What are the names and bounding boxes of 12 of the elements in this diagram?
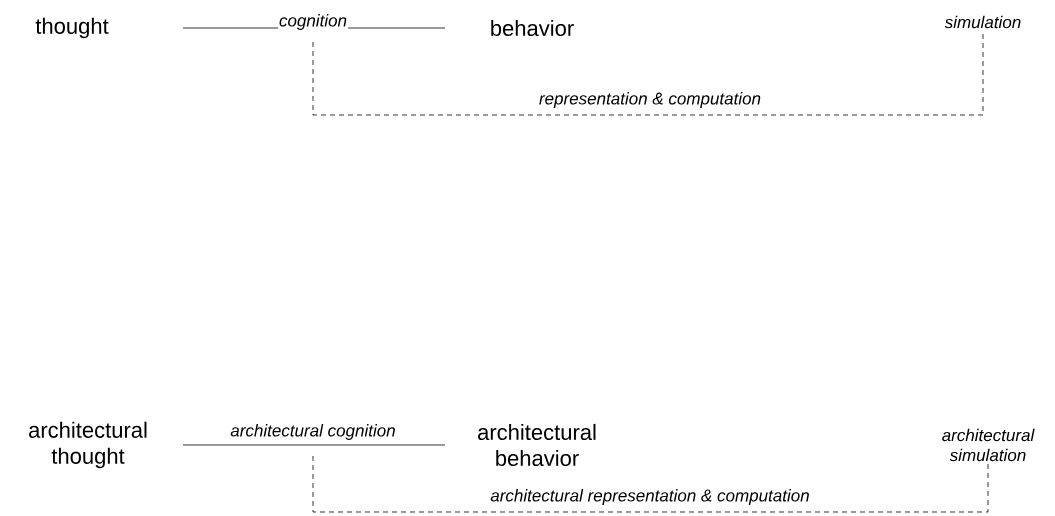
connector-line (312, 455, 989, 513)
text-label: architectural behavior (478, 423, 596, 467)
text-label: behavior (491, 19, 574, 37)
edge-label: architectural cognition (229, 423, 397, 441)
text-label: simulation (944, 15, 1021, 29)
connector-line (182, 444, 446, 446)
edge-label: architectural representation & computation (489, 488, 811, 506)
text-label: architectural thought (29, 421, 147, 469)
edge-label: cognition (278, 13, 349, 31)
edge-label: representation & computation (537, 91, 763, 109)
text-label: architectural simulation (942, 428, 1035, 462)
text-label: thought (35, 17, 109, 39)
